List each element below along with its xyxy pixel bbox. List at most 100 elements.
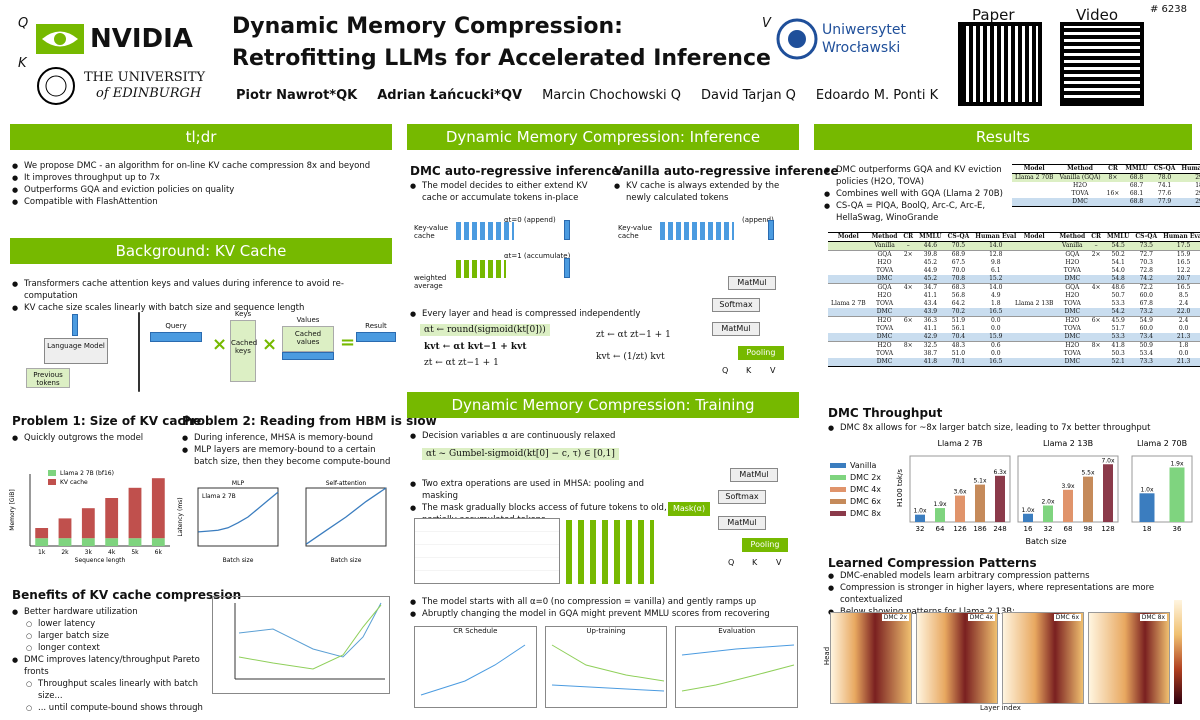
table-cell: 68.1 <box>1129 190 1144 197</box>
table-cell: H2O <box>1056 316 1089 325</box>
throughput-list: DMC 8x allows for ~8x larger batch size,… <box>828 422 1188 434</box>
table-cell: 56.8 <box>951 292 966 299</box>
q-label: Q <box>728 558 735 567</box>
bar <box>128 538 142 546</box>
benefits-title: Benefits of KV cache compression <box>12 588 242 602</box>
throughput-charts: Llama 2 7B1.0x321.9x643.6x1265.1x1866.3x… <box>896 439 1193 546</box>
data-label: 1.0x <box>913 508 927 515</box>
table-cell <box>1103 198 1123 207</box>
paper-qr-code[interactable] <box>958 22 1042 106</box>
x-axis-label: Batch size <box>223 557 254 564</box>
data-label: 1.0x <box>1140 486 1154 493</box>
table-cell: 15.2 <box>972 275 1020 284</box>
table-cell: DMC <box>868 333 901 342</box>
table-cell <box>900 325 916 333</box>
tick-label: 32 <box>1044 525 1053 533</box>
table-cell <box>1104 182 1123 190</box>
table-cell: 2× <box>1088 250 1104 259</box>
alpha-equation: αt ← round(sigmoid(kt[0])) <box>420 324 550 336</box>
table-cell: 1.8 <box>1160 341 1200 350</box>
table-cell: Llama 2 70B <box>1012 173 1057 182</box>
table-cell <box>900 275 917 284</box>
problem2-list: During inference, MHSA is memory-bound M… <box>182 432 392 468</box>
x-axis-label: Batch size <box>331 557 362 564</box>
heatmap-panel: DMC 8x <box>1088 612 1170 704</box>
list-item: DMC-enabled models learn arbitrary compr… <box>828 570 1196 582</box>
table-cell: 15.9 <box>972 333 1020 342</box>
table-cell: 50.2 <box>1104 250 1133 259</box>
table-cell <box>1012 358 1057 367</box>
tick-label: 98 <box>1084 525 1093 533</box>
matmul-box: MatMul <box>718 516 766 530</box>
table-cell: GQA <box>1056 283 1089 292</box>
table-cell <box>900 333 917 342</box>
series-line <box>198 491 279 533</box>
v-label: V <box>770 366 776 375</box>
tick-label: 36 <box>1173 525 1182 533</box>
mark-v: V <box>762 16 771 31</box>
z-equation-2: zt ← αt zt−1 + 1 <box>596 330 671 340</box>
table-cell: 54.1 <box>1111 259 1125 266</box>
list-item: ... until compute-bound shows through <box>12 702 212 714</box>
table-cell: CS-QA <box>1150 164 1179 174</box>
edinburgh-line2: of EDINBURGH <box>96 86 202 101</box>
table-cell: DMC <box>1056 198 1104 207</box>
table-cell: 12.2 <box>1176 267 1191 274</box>
table-cell: 16.5 <box>1160 283 1200 292</box>
table-cell <box>1088 267 1104 275</box>
data-label: 5.5x <box>1081 470 1095 477</box>
table-cell: DMC <box>1056 275 1089 284</box>
table-cell: Human Eval <box>1160 232 1200 242</box>
legend-item: Vanilla <box>830 460 881 472</box>
tick-label: 3k <box>85 549 93 556</box>
list-item: During inference, MHSA is memory-bound <box>182 432 392 444</box>
inference-header: Dynamic Memory Compression: Inference <box>407 124 799 150</box>
table-cell: 41.1 <box>923 292 938 299</box>
list-item: Transformers cache attention keys and va… <box>12 278 392 302</box>
k-label: K <box>752 558 758 567</box>
table-cell: GQA <box>1056 250 1089 259</box>
table-cell: CR <box>1088 232 1104 242</box>
matmul-box: MatMul <box>728 276 776 290</box>
edinburgh-line1: THE UNIVERSITY <box>84 70 206 85</box>
table-cell <box>1088 259 1104 267</box>
bar <box>935 508 945 522</box>
table-cell <box>1012 350 1056 358</box>
table-cell <box>900 267 916 275</box>
table-cell: 21.3 <box>1160 358 1200 367</box>
table-cell: 36.3 <box>916 316 945 325</box>
table-cell: 50.7 <box>1111 292 1125 299</box>
table-cell: 29.9 <box>1195 190 1200 197</box>
table-cell <box>828 283 869 292</box>
table-cell: 68.8 <box>1122 198 1151 207</box>
table-cell: H2O <box>1056 341 1089 350</box>
list-item: Combines well with GQA (Llama 2 70B) <box>824 188 1004 200</box>
results-header: Results <box>814 124 1192 150</box>
table-cell <box>900 259 916 267</box>
table-cell <box>1012 283 1057 292</box>
list-item: Quickly outgrows the model <box>12 432 177 444</box>
table-cell <box>1012 333 1057 342</box>
table-cell: 45.2 <box>916 275 945 284</box>
table-cell: 4× <box>900 283 917 292</box>
query-label: Query <box>165 322 187 330</box>
list-item: larger batch size <box>12 630 212 642</box>
author: Edoardo M. Ponti K <box>815 88 939 103</box>
table-cell: DMC <box>1056 333 1089 342</box>
title-line2: Retrofitting LLMs for Accelerated Infere… <box>232 46 771 71</box>
wroclaw-line2: Wrocławski <box>822 40 901 56</box>
heatmap-xlabel: Layer index <box>980 704 1021 712</box>
background-header: Background: KV Cache <box>10 238 392 264</box>
table-cell: 54.5 <box>1104 241 1133 251</box>
bar <box>35 528 49 539</box>
legend-label: Llama 2 7B (bf16) <box>60 470 114 477</box>
video-qr-code[interactable] <box>1060 22 1144 106</box>
